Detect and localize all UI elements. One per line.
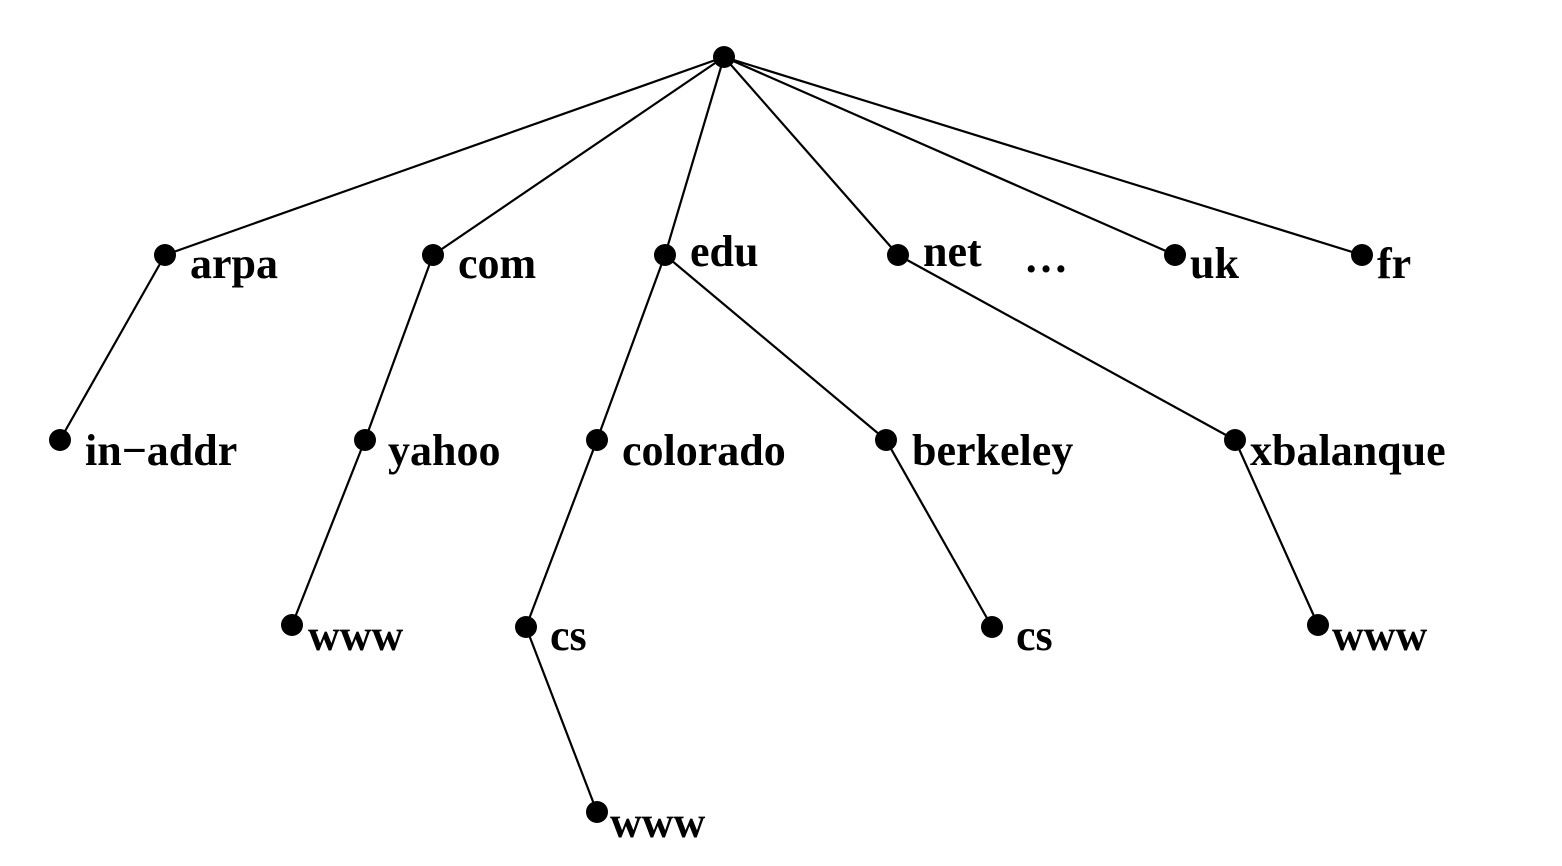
label-colorado: colorado <box>622 426 786 475</box>
label-yahoo-www: www <box>308 611 404 660</box>
label-berkeley-cs: cs <box>1016 611 1053 660</box>
edge-root-to-fr <box>723 55 1363 257</box>
label-xbalanque-www: www <box>1332 611 1428 660</box>
edge-colorado-to-colorado-cs <box>524 439 599 628</box>
node-xbalanque-www <box>1307 614 1329 636</box>
node-berkeley-cs <box>981 616 1003 638</box>
node-colorado-cs-www <box>586 801 608 823</box>
label-colorado-cs: cs <box>550 611 587 660</box>
label-uk: uk <box>1190 239 1239 288</box>
edge-berkeley-to-berkeley-cs <box>885 439 993 628</box>
edge-net-to-xbalanque <box>897 254 1236 441</box>
label-colorado-cs-www: www <box>610 798 706 847</box>
edge-edu-to-colorado <box>595 254 667 441</box>
label-arpa: arpa <box>190 239 278 288</box>
edge-root-to-com <box>432 56 725 256</box>
node-colorado <box>586 429 608 451</box>
edge-com-to-yahoo <box>363 254 435 441</box>
edge-root-to-edu <box>663 56 726 256</box>
label-com: com <box>458 239 536 288</box>
tree-nodes <box>49 46 1373 823</box>
node-in-addr <box>49 429 71 451</box>
tree-labels: arpa com edu net uk fr in−addr yahoo colorado ber… <box>85 227 1446 847</box>
tree-edges <box>59 55 1363 813</box>
label-berkeley: berkeley <box>912 426 1073 475</box>
node-yahoo-www <box>281 614 303 636</box>
edge-yahoo-to-yahoo-www <box>290 439 367 626</box>
node-uk <box>1164 244 1186 266</box>
node-xbalanque <box>1224 429 1246 451</box>
label-net: net <box>923 227 982 276</box>
edge-root-to-net <box>723 56 899 256</box>
edge-xbalanque-to-xbalanque-www <box>1233 439 1320 626</box>
node-yahoo <box>354 429 376 451</box>
edge-arpa-to-in-addr <box>59 254 166 441</box>
edge-root-to-arpa <box>164 55 725 257</box>
node-net <box>887 244 909 266</box>
label-fr: fr <box>1377 239 1411 288</box>
node-berkeley <box>875 429 897 451</box>
label-edu: edu <box>690 227 758 276</box>
node-root <box>713 46 735 68</box>
node-fr <box>1351 244 1373 266</box>
edge-edu-to-berkeley <box>664 254 887 441</box>
node-edu <box>654 244 676 266</box>
label-in-addr: in−addr <box>85 426 237 475</box>
label-xbalanque: xbalanque <box>1250 426 1446 475</box>
node-colorado-cs <box>515 616 537 638</box>
ellipsis-label: … <box>1024 233 1068 282</box>
edge-colorado-cs-to-colorado-cs-www <box>524 626 599 813</box>
node-arpa <box>154 244 176 266</box>
label-yahoo: yahoo <box>388 426 500 475</box>
edge-root-to-uk <box>723 55 1176 257</box>
node-com <box>422 244 444 266</box>
